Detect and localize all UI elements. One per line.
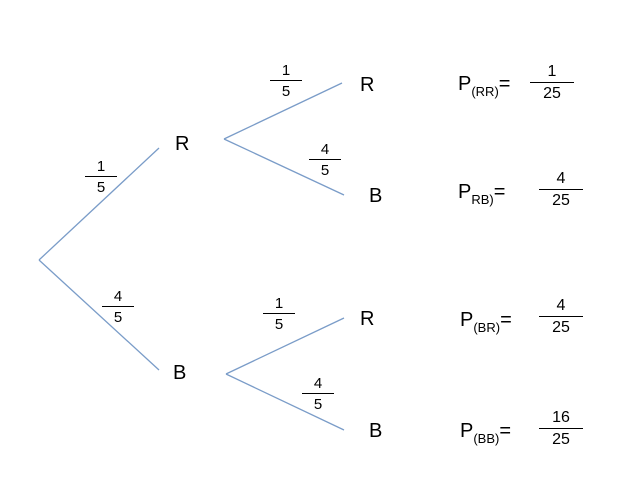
prob-subscript: RB)	[471, 192, 494, 207]
branch-prob-B-numerator: 4	[113, 288, 123, 305]
branch-prob-RR-numerator: 1	[281, 62, 291, 79]
branch-prob-RB-numerator: 4	[320, 141, 330, 158]
prob-value-BR-numerator: 4	[556, 297, 566, 314]
prob-value-BB-numerator: 16	[552, 409, 570, 426]
fraction-bar	[270, 80, 302, 81]
equals-sign: =	[500, 309, 512, 331]
branch-root-to-B	[38, 259, 160, 371]
fraction-bar	[309, 159, 341, 160]
prob-value-RB-denominator: 25	[552, 192, 570, 209]
branch-prob-R-numerator: 1	[96, 158, 106, 175]
prob-label-RB: PRB)=	[458, 181, 506, 206]
branch-prob-RB-denominator: 5	[320, 162, 330, 179]
branch-root-to-R	[38, 147, 160, 261]
prob-label-RR: P(RR)=	[458, 73, 511, 98]
branch-R-to-R	[223, 82, 343, 140]
branch-prob-BR-denominator: 5	[274, 316, 284, 333]
node-R: R	[175, 133, 190, 155]
branch-prob-BB-numerator: 4	[313, 375, 323, 392]
node-BR: R	[360, 308, 375, 330]
prob-symbol: P	[458, 181, 472, 203]
fraction-bar	[302, 393, 334, 394]
branch-prob-B: 4 5	[98, 288, 138, 326]
prob-subscript: (BR)	[473, 320, 501, 335]
prob-value-RR: 1 25	[530, 63, 574, 103]
branch-prob-RB: 4 5	[305, 141, 345, 179]
equals-sign: =	[499, 420, 512, 442]
node-RB: B	[369, 185, 383, 207]
fraction-bar	[539, 428, 583, 429]
prob-subscript: (RR)	[471, 84, 499, 99]
prob-value-RB: 4 25	[539, 170, 583, 210]
branch-B-to-R	[225, 317, 345, 375]
fraction-bar	[539, 316, 583, 317]
node-B: B	[173, 362, 187, 384]
prob-value-BB-denominator: 25	[552, 431, 570, 448]
prob-symbol: P	[460, 420, 474, 442]
prob-value-RR-denominator: 25	[543, 85, 561, 102]
branch-prob-RR: 1 5	[266, 62, 306, 100]
equals-sign: =	[498, 73, 511, 95]
prob-value-RB-numerator: 4	[556, 170, 566, 187]
branch-prob-BB-denominator: 5	[313, 396, 323, 413]
prob-value-BB: 16 25	[539, 409, 583, 449]
fraction-bar	[102, 306, 134, 307]
branch-prob-BR: 1 5	[259, 295, 299, 333]
fraction-bar	[263, 313, 295, 314]
branch-prob-R-denominator: 5	[96, 179, 106, 196]
fraction-bar	[539, 189, 583, 190]
prob-label-BR: P(BR)=	[460, 309, 512, 334]
node-BB: B	[369, 420, 383, 442]
branch-prob-RR-denominator: 5	[281, 83, 291, 100]
prob-value-BR-denominator: 25	[552, 319, 570, 336]
prob-symbol: P	[460, 309, 474, 331]
branch-prob-R: 1 5	[81, 158, 121, 196]
branch-prob-B-denominator: 5	[113, 309, 123, 326]
branch-prob-BB: 4 5	[298, 375, 338, 413]
branch-R-to-B	[223, 138, 345, 196]
prob-value-RR-numerator: 1	[547, 63, 557, 80]
branch-prob-BR-numerator: 1	[274, 295, 284, 312]
fraction-bar	[530, 82, 574, 83]
prob-label-BB: P(BB)=	[460, 420, 512, 445]
node-RR: R	[360, 74, 375, 96]
fraction-bar	[85, 176, 117, 177]
equals-sign: =	[493, 181, 506, 203]
branch-B-to-B	[225, 373, 345, 431]
prob-value-BR: 4 25	[539, 297, 583, 337]
prob-symbol: P	[458, 73, 472, 95]
prob-subscript: (BB)	[473, 431, 500, 446]
